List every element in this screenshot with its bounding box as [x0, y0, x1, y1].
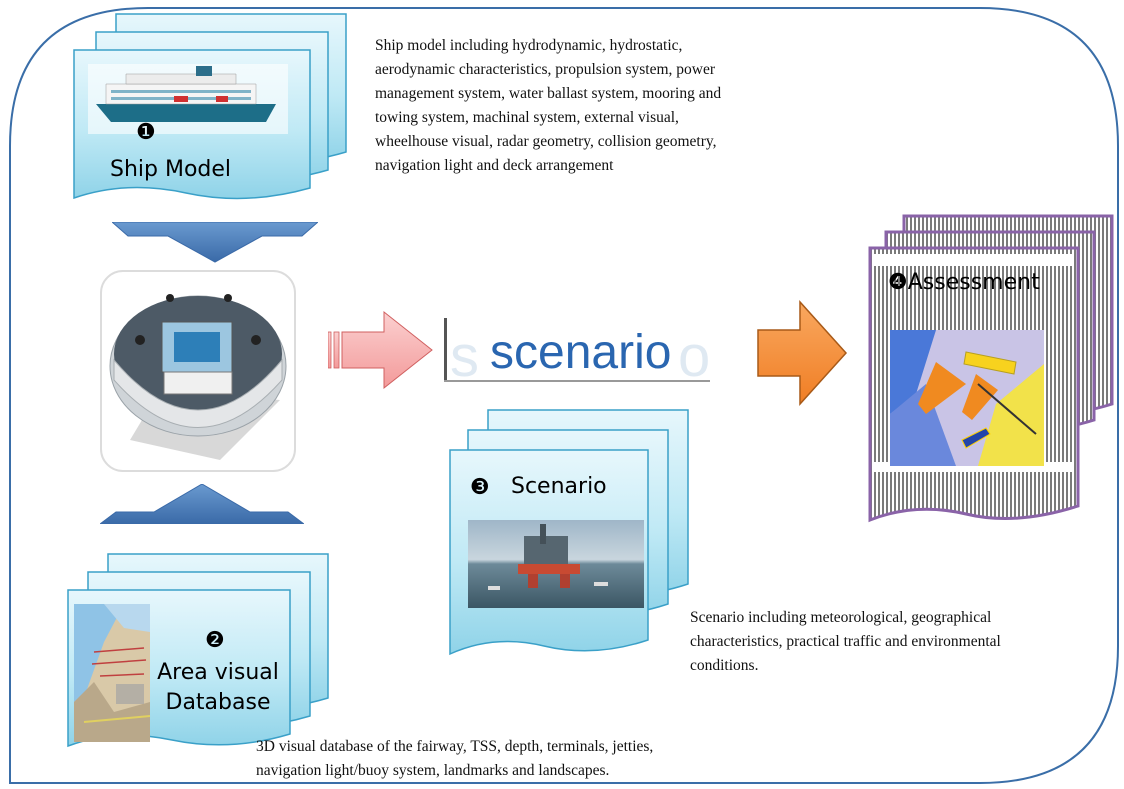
scenario-document-stack — [449, 409, 689, 656]
harbor-map-image — [74, 604, 151, 742]
svg-text:o: o — [678, 324, 710, 388]
desc-line: characteristics, practical traffic and e… — [690, 633, 1001, 650]
outer-frame — [9, 7, 1119, 784]
desc-line: aerodynamic characteristics, propulsion … — [375, 61, 716, 78]
assessment-number: ❹ — [888, 270, 908, 295]
assessment-document-stack — [868, 214, 1114, 523]
desc-line: management system, water ballast system,… — [375, 85, 722, 102]
svg-text:s: s — [450, 324, 479, 388]
desc-line: Ship model including hydrodynamic, hydro… — [375, 37, 683, 54]
desc-line: navigation light and deck arrangement — [375, 157, 614, 174]
down-arrow-icon — [112, 222, 318, 263]
scenario-number: ❸ — [470, 475, 490, 500]
ship-model-number: ❶ — [136, 120, 156, 145]
scenario-logo: s o scenario — [444, 318, 710, 388]
area-database-description: 3D visual database of the fairway, TSS, … — [256, 735, 653, 783]
port-assessment-map-image — [890, 330, 1044, 466]
area-database-number: ❷ — [205, 628, 225, 653]
simulator-image — [100, 270, 296, 472]
cruise-ship-image — [88, 64, 288, 134]
desc-line: wheelhouse visual, radar geometry, colli… — [375, 133, 717, 150]
up-arrow-icon — [100, 484, 304, 524]
scenario-label: Scenario — [511, 474, 607, 499]
ship-model-label: Ship Model — [110, 157, 232, 182]
scenario-logo-text: scenario — [490, 326, 671, 379]
assessment-label: ❹Assessment — [888, 270, 1040, 295]
area-database-label-line: Database — [165, 690, 271, 715]
area-database-label: Area visual Database — [155, 658, 281, 718]
scenario-description: Scenario including meteorological, geogr… — [690, 606, 1001, 678]
desc-line: conditions. — [690, 657, 759, 674]
offshore-rig-image — [468, 520, 644, 608]
right-arrow-pink-icon — [328, 310, 433, 390]
right-arrow-orange-icon — [757, 300, 848, 406]
assessment-label-text: Assessment — [907, 270, 1040, 295]
ship-model-document-stack — [73, 13, 347, 200]
desc-line: towing system, machinal system, external… — [375, 109, 679, 126]
desc-line: Scenario including meteorological, geogr… — [690, 609, 992, 626]
area-database-document-stack — [67, 553, 329, 748]
desc-line: navigation light/buoy system, landmarks … — [256, 762, 610, 779]
area-database-label-line: Area visual — [157, 660, 279, 685]
desc-line: 3D visual database of the fairway, TSS, … — [256, 738, 654, 755]
ship-model-description: Ship model including hydrodynamic, hydro… — [375, 34, 721, 178]
